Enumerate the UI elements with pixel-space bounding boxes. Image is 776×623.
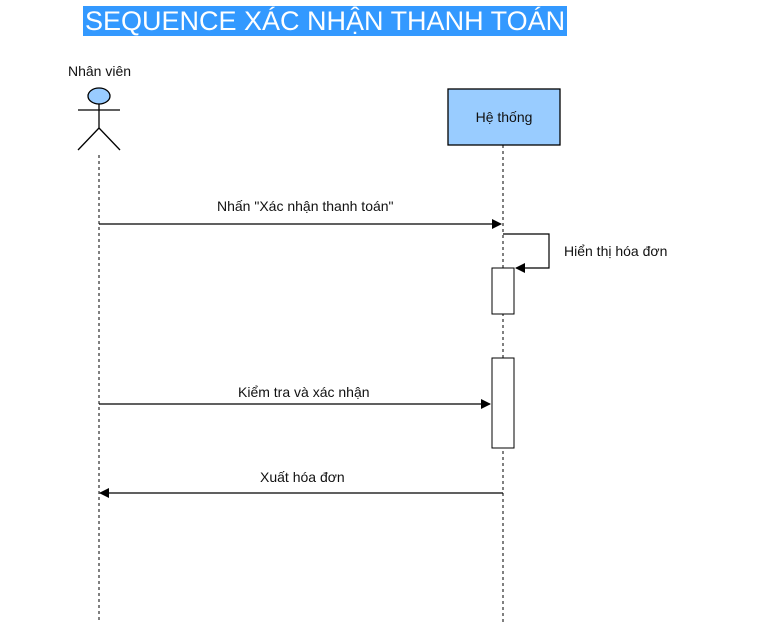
activation-bar-display [491,267,515,315]
message-label-export-invoice: Xuất hóa đơn [260,469,345,485]
activation-bar-verify [491,357,515,449]
employee-actor-label: Nhân viên [68,63,132,79]
message-arrow-show-invoice [503,233,550,273]
message-label-show-invoice: Hiển thị hóa đơn [564,243,668,259]
message-label-check-confirm: Kiểm tra và xác nhận [238,384,370,400]
diagram-title: SEQUENCE XÁC NHẬN THANH TOÁN [83,6,568,36]
message-label-confirm-payment: Nhấn "Xác nhận thanh toán" [217,198,394,214]
system-box [447,88,561,146]
system-box-label: Hệ thống [475,109,533,125]
employee-actor-icon [77,87,121,151]
